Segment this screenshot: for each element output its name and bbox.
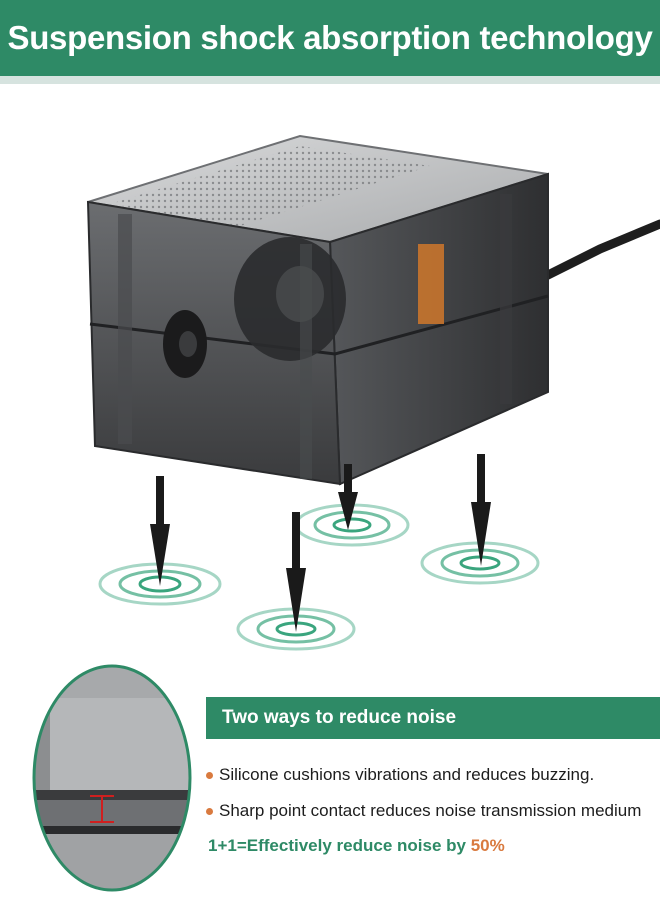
section-title-bar: Two ways to reduce noise: [206, 697, 660, 739]
bullet-dot-icon: [206, 771, 213, 779]
summary-prefix: 1+1=Effectively reduce noise by: [208, 836, 471, 855]
header-banner: Suspension shock absorption technology: [0, 0, 660, 76]
benefit-text: Sharp point contact reduces noise transm…: [219, 801, 642, 820]
summary-line: 1+1=Effectively reduce noise by 50%: [208, 836, 505, 856]
benefit-text: Silicone cushions vibrations and reduces…: [219, 765, 595, 784]
spike-foot-icon: [150, 454, 491, 632]
product-illustration: [86, 134, 660, 651]
power-cable: [525, 219, 660, 289]
header-underline: [0, 76, 660, 84]
summary-highlight: 50%: [470, 836, 505, 855]
benefit-list: Silicone cushions vibrations and reduces…: [206, 757, 660, 829]
air-pump-device-icon: [86, 134, 549, 486]
page-title: Suspension shock absorption technology: [7, 19, 653, 56]
list-item: Sharp point contact reduces noise transm…: [206, 793, 660, 829]
zoom-detail-icon: [32, 664, 192, 892]
section-title: Two ways to reduce noise: [222, 707, 457, 728]
bullet-dot-icon: [206, 807, 213, 815]
list-item: Silicone cushions vibrations and reduces…: [206, 757, 660, 793]
